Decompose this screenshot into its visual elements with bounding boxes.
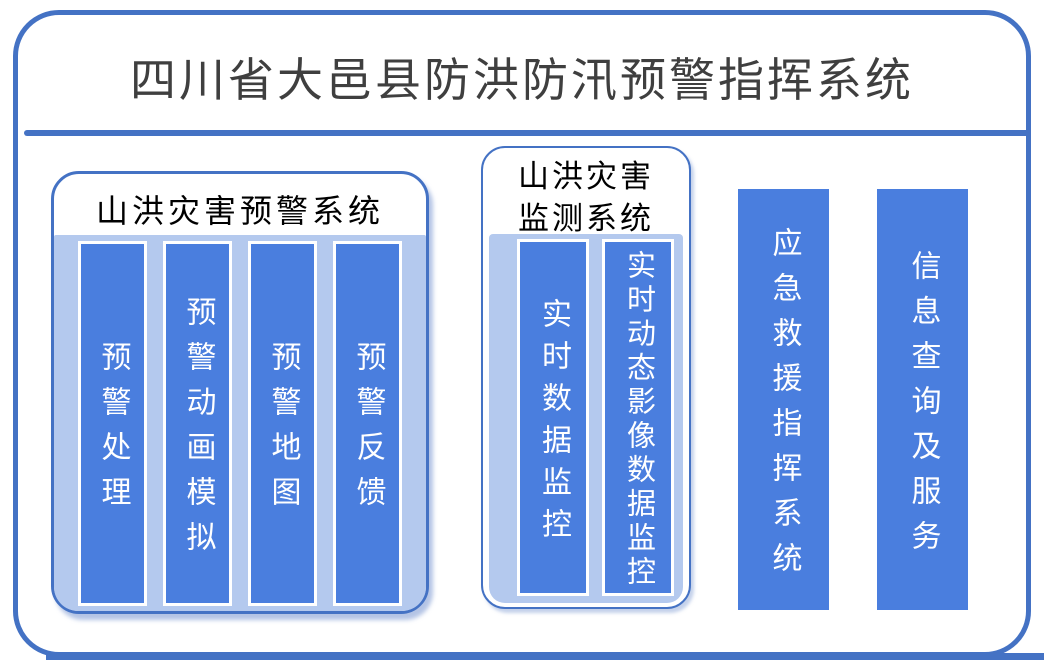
bar-label: 预警地图	[266, 341, 300, 521]
warning-group-title: 山洪灾害预警系统	[95, 193, 384, 229]
bar-label: 信息查询及服务	[906, 249, 940, 565]
bar-warning-feedback: 预警反馈	[333, 241, 402, 606]
warning-system-group: 山洪灾害预警系统 预警处理 预警动画模拟 预警地图 预警反馈	[51, 171, 429, 614]
bar-realtime-data-monitoring: 实时数据监控	[517, 239, 589, 596]
monitor-group-title: 山洪灾害 监测系统	[483, 156, 689, 240]
monitor-group-title-line2: 监测系统	[518, 201, 654, 236]
bar-label: 实时动态影像数据监控	[622, 250, 655, 590]
monitor-system-group: 山洪灾害 监测系统 实时数据监控 实时动态影像数据监控	[481, 146, 691, 609]
bar-label: 应急救援指挥系统	[767, 227, 801, 587]
bar-emergency-rescue-command-system: 应急救援指挥系统	[738, 189, 829, 610]
bar-label: 实时数据监控	[537, 297, 570, 550]
page-title: 四川省大邑县防洪防汛预警指挥系统	[130, 54, 914, 106]
bar-label: 预警动画模拟	[181, 296, 215, 566]
bar-warning-animation-simulation: 预警动画模拟	[163, 241, 232, 606]
bar-warning-processing: 预警处理	[78, 241, 147, 606]
bar-realtime-dynamic-video-data-monitoring: 实时动态影像数据监控	[602, 239, 674, 596]
bottom-divider-line	[46, 653, 1044, 660]
bar-information-query-and-service: 信息查询及服务	[877, 189, 968, 610]
bar-label: 预警反馈	[351, 341, 385, 521]
bar-label: 预警处理	[96, 341, 130, 521]
title-underline	[24, 130, 1026, 136]
monitor-group-title-line1: 山洪灾害	[518, 159, 654, 194]
bar-warning-map: 预警地图	[248, 241, 317, 606]
